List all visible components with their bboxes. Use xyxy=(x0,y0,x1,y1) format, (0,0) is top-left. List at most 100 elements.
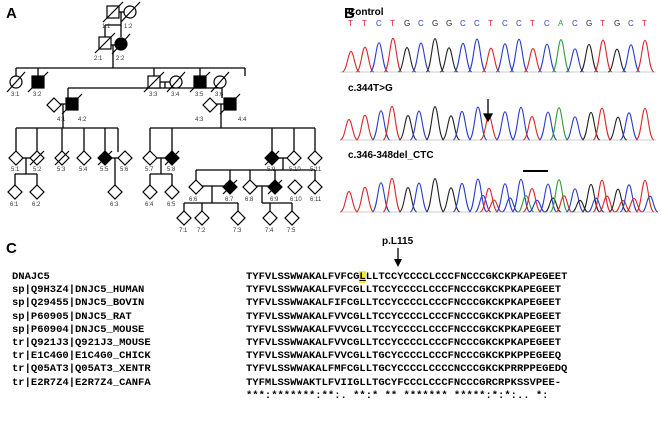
mutation-1-title: c.344T>G xyxy=(348,83,393,94)
individual-4-1 xyxy=(46,97,62,113)
alignment-row-sequence: TYFVLSSWWAKALFVVCGLLTCCYCCCCLCCCFNCCCGKC… xyxy=(246,337,562,349)
deceased-mark xyxy=(164,150,180,166)
peak-7 xyxy=(439,47,459,73)
peak-3 xyxy=(382,105,402,141)
peak-4 xyxy=(397,46,417,73)
peak-3 xyxy=(382,177,402,213)
label-7-1: 7:1 xyxy=(179,228,188,234)
base-call-10: T xyxy=(488,19,493,28)
peak-18 xyxy=(592,179,612,213)
label-5-11: 5:11 xyxy=(310,167,322,173)
base-call-13: T xyxy=(530,19,535,28)
deceased-mark xyxy=(143,71,165,93)
peak-9 xyxy=(467,38,487,73)
panel-b-letter: B xyxy=(344,5,355,22)
peak-21 xyxy=(635,179,655,213)
peak-13 xyxy=(523,47,543,73)
label-6-11: 6:11 xyxy=(310,197,322,203)
individual-6-2 xyxy=(29,184,45,200)
peak-10 xyxy=(479,187,499,213)
label-2-1: 2:1 xyxy=(94,56,103,62)
base-call-20: C xyxy=(628,19,634,28)
mutation-2-trace xyxy=(340,177,659,213)
peak-11 xyxy=(495,43,515,73)
label-5-10: 5:10 xyxy=(289,167,301,173)
label-5-6: 5:6 xyxy=(120,167,129,173)
label-4-2: 4:2 xyxy=(78,117,87,123)
secondary-peak-10 xyxy=(485,199,503,213)
individual-6-4 xyxy=(142,184,158,200)
alignment-row-name: sp|Q9H3Z4|DNJC5_HUMAN xyxy=(12,284,145,297)
individual-6-11 xyxy=(307,179,323,195)
base-call-15: A xyxy=(558,19,564,28)
secondary-peak-11 xyxy=(501,197,519,213)
label-7-3: 7:3 xyxy=(233,228,242,234)
individual-5-10 xyxy=(286,150,302,166)
deceased-mark xyxy=(111,33,131,55)
secondary-peak-12 xyxy=(517,195,535,213)
deceased-mark xyxy=(264,150,280,166)
peak-15 xyxy=(551,39,571,73)
consensus-line: ***:*******:**:. **:* ** ******* *****:*… xyxy=(246,389,549,402)
individual-6-8 xyxy=(242,179,258,195)
alignment-row-name: tr|E2R7Z4|E2R7Z4_CANFA xyxy=(12,376,151,389)
peak-20 xyxy=(619,112,639,141)
label-5-9: 5:9 xyxy=(267,167,276,173)
pedigree-labels: 1:1 1:2 2:1 2:2 3:1 3:2 3:3 3:4 3:5 3:6 … xyxy=(10,24,322,234)
peak-2 xyxy=(371,110,391,141)
base-call-0: T xyxy=(348,19,353,28)
panel-a-letter: A xyxy=(6,5,17,22)
base-call-3: T xyxy=(390,19,395,28)
peak-10 xyxy=(481,47,501,73)
base-call-21: T xyxy=(642,19,647,28)
secondary-peak-21 xyxy=(641,195,659,213)
peak-21 xyxy=(635,107,655,141)
label-3-4: 3:4 xyxy=(171,92,180,98)
peak-0 xyxy=(340,119,359,141)
peak-6 xyxy=(425,178,445,213)
alignment-row-name: sp|P60904|DNJC5_MOUSE xyxy=(12,323,145,336)
peak-5 xyxy=(409,182,429,213)
label-2-2: 2:2 xyxy=(116,56,125,62)
secondary-peak-13 xyxy=(528,199,546,213)
pedigree-symbols xyxy=(6,1,323,226)
individual-5-1 xyxy=(8,150,24,166)
peak-16 xyxy=(565,188,585,213)
alignment-row-sequence: TYFVLSSWWAKALFMFCGLLTGCYCCCCLCCCCNCCCGKC… xyxy=(246,363,568,376)
peak-2 xyxy=(369,42,389,73)
mutation-2-title: c.346-348del_CTC xyxy=(348,150,434,161)
label-6-6: 6:6 xyxy=(189,197,198,203)
label-7-2: 7:2 xyxy=(197,228,206,234)
base-call-9: C xyxy=(474,19,480,28)
label-6-10: 6:10 xyxy=(290,197,302,203)
individual-7-5 xyxy=(284,210,300,226)
alignment-row-sequence: TYFVLSSWWAKALFVVCGLLTCCYCCCCLCCCFNCCCGKC… xyxy=(246,310,562,323)
label-3-5: 3:5 xyxy=(195,92,204,98)
peak-1 xyxy=(355,46,375,73)
peak-8 xyxy=(453,42,473,73)
peak-3 xyxy=(383,37,403,73)
label-5-8: 5:8 xyxy=(167,167,176,173)
peak-9 xyxy=(468,106,488,141)
label-6-9: 6:9 xyxy=(270,197,279,203)
individual-6-5 xyxy=(164,184,180,200)
secondary-peak-20 xyxy=(625,197,643,213)
label-5-2: 5:2 xyxy=(33,167,42,173)
base-call-19: G xyxy=(614,19,620,28)
individual-5-6 xyxy=(117,150,133,166)
base-call-16: C xyxy=(572,19,578,28)
control-title: Control xyxy=(348,7,384,18)
secondary-peak-9 xyxy=(474,194,492,213)
individual-6-3 xyxy=(107,184,123,200)
individual-5-11 xyxy=(307,150,323,166)
alignment-row-name: sp|Q29455|DNJC5_BOVIN xyxy=(12,297,145,310)
peak-14 xyxy=(538,111,558,141)
base-call-7: G xyxy=(446,19,452,28)
base-call-17: G xyxy=(586,19,592,28)
sequence-suffix: LLTCCYCCCCLCCCFNCCCGKCKPKAPEGEET xyxy=(365,271,568,283)
peak-14 xyxy=(537,43,557,73)
sequence-prefix: TYFVLSSWWAKALFVFCG xyxy=(246,271,360,283)
peak-16 xyxy=(565,48,585,73)
